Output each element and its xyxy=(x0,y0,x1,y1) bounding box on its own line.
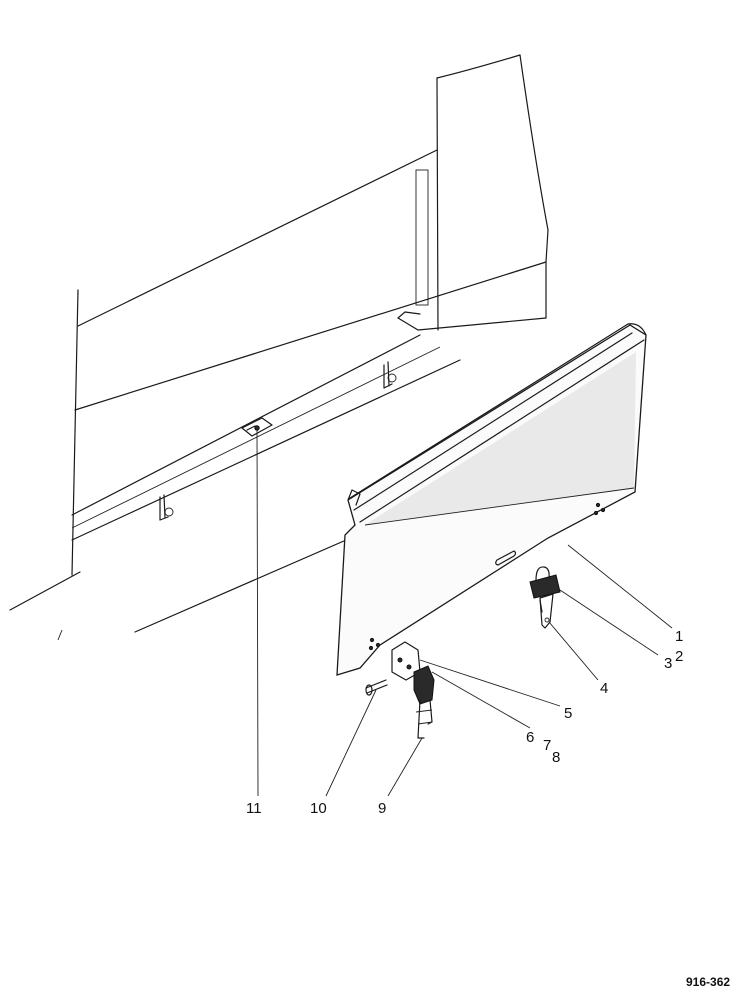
callout-10: 10 xyxy=(310,800,327,817)
callout-7: 7 xyxy=(543,737,551,754)
callout-labels: 1 2 3 4 5 6 7 8 9 10 11 xyxy=(246,628,683,817)
hinge-bracket-lower xyxy=(159,494,174,521)
leader-lines xyxy=(256,429,673,797)
hasp-bracket xyxy=(539,593,554,629)
leader-11 xyxy=(256,429,259,797)
callout-8: 8 xyxy=(552,749,560,766)
leader-4 xyxy=(548,621,599,681)
leader-10 xyxy=(325,689,377,797)
hinge-assembly xyxy=(391,641,435,739)
callout-4: 4 xyxy=(600,680,608,697)
leader-9 xyxy=(387,737,423,797)
callout-5: 5 xyxy=(564,705,572,722)
body-hinge-brackets xyxy=(159,361,397,521)
figure-id: 916-362 xyxy=(686,975,730,989)
callout-6: 6 xyxy=(526,729,534,746)
callout-2: 2 xyxy=(675,648,683,665)
leader-6-7-8 xyxy=(431,671,531,729)
leader-5 xyxy=(419,659,561,707)
leader-3 xyxy=(559,589,659,656)
callout-9: 9 xyxy=(378,800,386,817)
padlock xyxy=(529,566,561,613)
machine-body xyxy=(9,54,549,641)
leader-1-2 xyxy=(567,544,673,629)
hinge-pin xyxy=(365,679,388,696)
callout-3: 3 xyxy=(664,655,672,672)
hinge-bracket-upper xyxy=(383,361,397,389)
side-door-panel xyxy=(336,323,647,676)
callout-1: 1 xyxy=(675,628,683,645)
callout-11: 11 xyxy=(246,800,262,817)
